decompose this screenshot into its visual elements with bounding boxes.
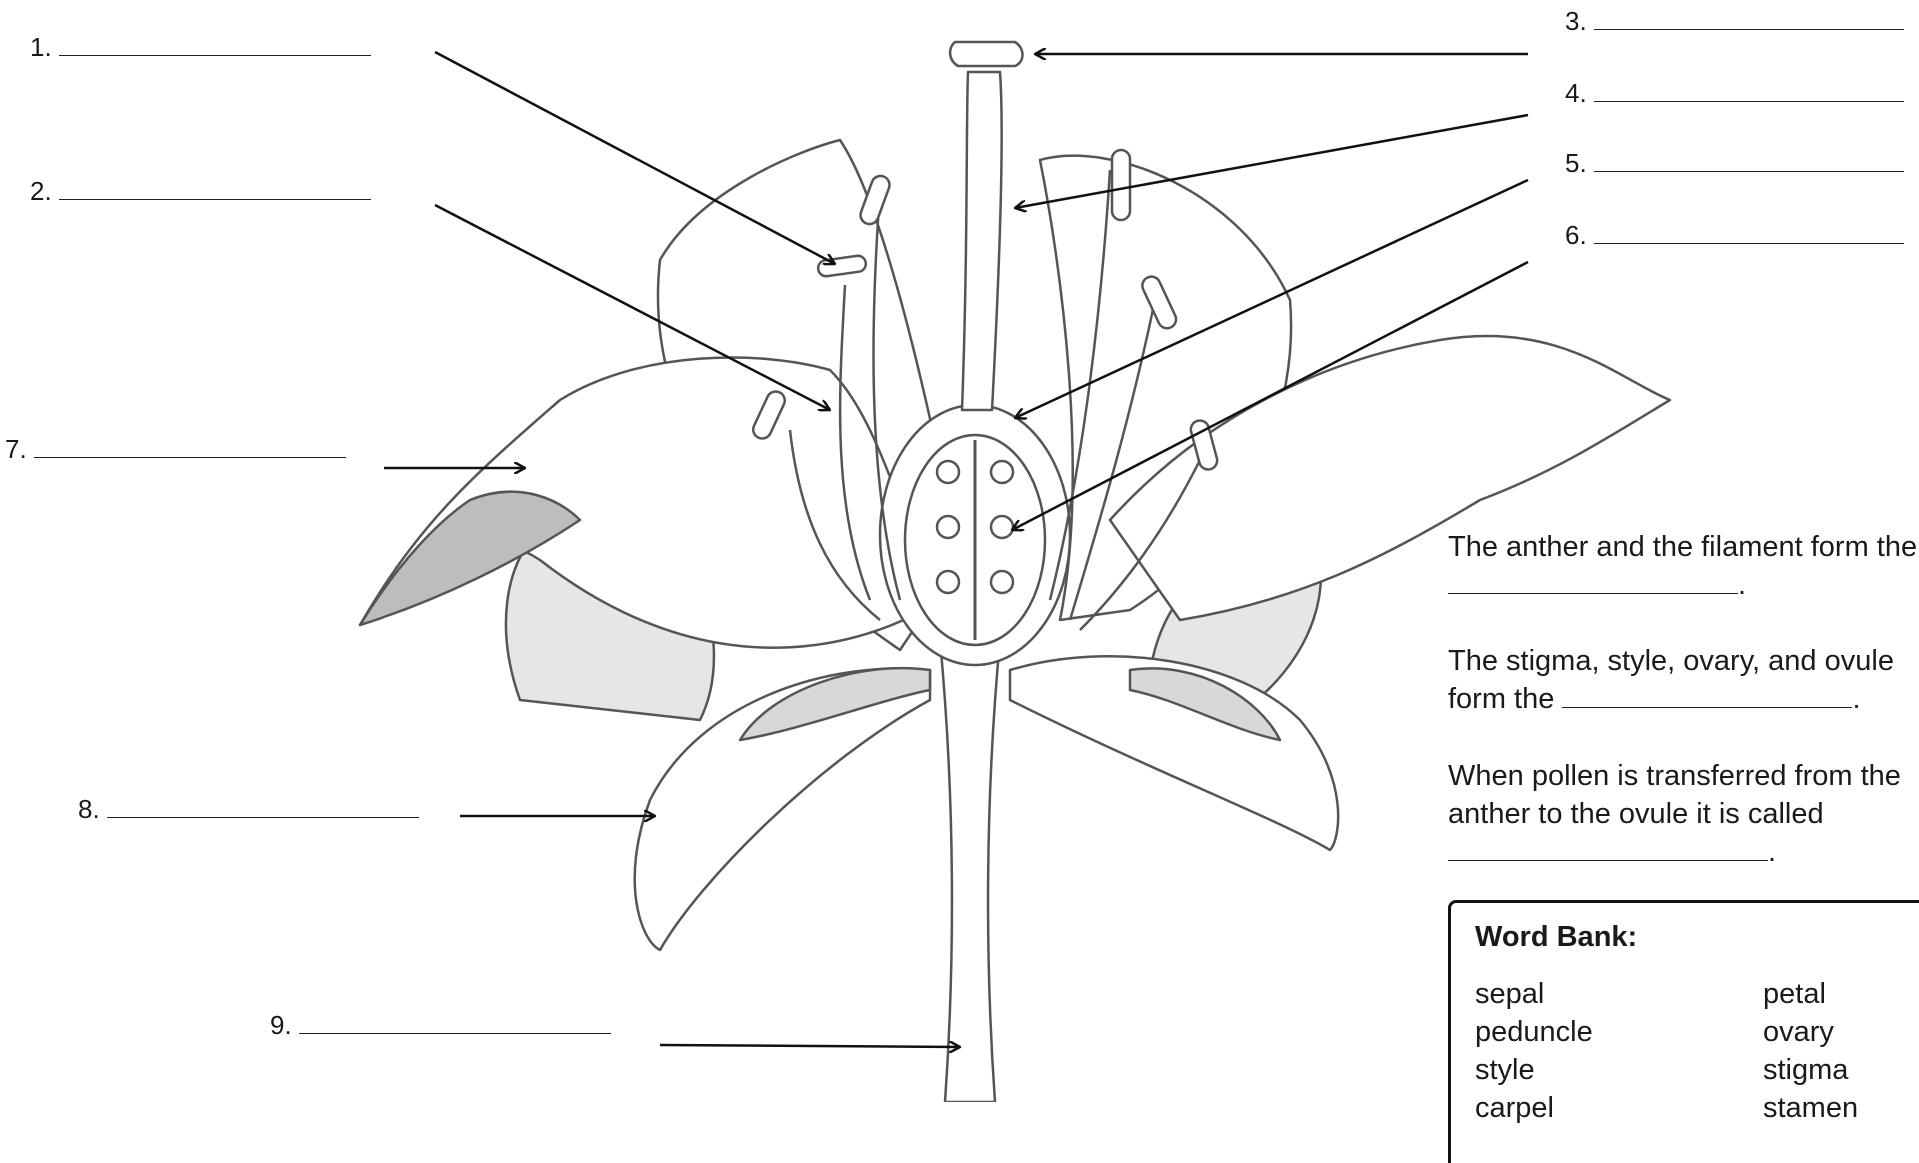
label-9-number: 9. bbox=[270, 1010, 292, 1040]
word-bank-column-2: petal ovary stigma stamen bbox=[1763, 975, 1858, 1127]
blank-9[interactable] bbox=[299, 1013, 611, 1034]
label-2: 2. bbox=[30, 178, 371, 204]
word-bank-item: petal bbox=[1763, 975, 1858, 1013]
label-2-number: 2. bbox=[30, 176, 52, 206]
word-bank-item: carpel bbox=[1475, 1089, 1593, 1127]
blank-2[interactable] bbox=[59, 179, 371, 200]
style bbox=[962, 72, 1002, 410]
blank-8[interactable] bbox=[107, 797, 419, 818]
blank-6[interactable] bbox=[1594, 223, 1904, 244]
question-2-blank[interactable] bbox=[1562, 685, 1852, 708]
word-bank-item: ovary bbox=[1763, 1013, 1858, 1051]
arrow-1 bbox=[435, 52, 835, 264]
label-1-number: 1. bbox=[30, 32, 52, 62]
word-bank-item: peduncle bbox=[1475, 1013, 1593, 1051]
label-7: 7. bbox=[5, 436, 346, 462]
blank-7[interactable] bbox=[34, 437, 346, 458]
label-8: 8. bbox=[78, 796, 419, 822]
label-3-number: 3. bbox=[1565, 6, 1587, 36]
blank-3[interactable] bbox=[1594, 9, 1904, 30]
label-1: 1. bbox=[30, 34, 371, 60]
label-4-number: 4. bbox=[1565, 78, 1587, 108]
question-2-line2: form the bbox=[1448, 683, 1554, 715]
arrow-9 bbox=[660, 1045, 960, 1047]
question-3: When pollen is transferred from the anth… bbox=[1448, 757, 1901, 871]
question-3-text: When pollen is transferred from the bbox=[1448, 757, 1901, 795]
word-bank-title: Word Bank: bbox=[1475, 921, 1637, 954]
petal-left bbox=[360, 358, 940, 648]
word-bank-item: style bbox=[1475, 1051, 1593, 1089]
question-2-text: The stigma, style, ovary, and ovule bbox=[1448, 642, 1894, 680]
word-bank-column-1: sepal peduncle style carpel bbox=[1475, 975, 1593, 1127]
blank-4[interactable] bbox=[1594, 81, 1904, 102]
word-bank-item: stigma bbox=[1763, 1051, 1858, 1089]
question-3-blank[interactable] bbox=[1448, 838, 1768, 861]
label-6: 6. bbox=[1565, 222, 1904, 248]
label-6-number: 6. bbox=[1565, 220, 1587, 250]
question-3-line2: anther to the ovule it is called bbox=[1448, 795, 1901, 833]
blank-1[interactable] bbox=[59, 35, 371, 56]
word-bank-item: stamen bbox=[1763, 1089, 1858, 1127]
label-8-number: 8. bbox=[78, 794, 100, 824]
question-1: The anther and the filament form the . bbox=[1448, 528, 1917, 604]
question-1-blank[interactable] bbox=[1448, 571, 1738, 594]
question-2: The stigma, style, ovary, and ovule form… bbox=[1448, 642, 1894, 718]
label-9: 9. bbox=[270, 1012, 611, 1038]
label-3: 3. bbox=[1565, 8, 1904, 34]
word-bank: Word Bank: sepal peduncle style carpel p… bbox=[1448, 900, 1919, 1163]
peduncle bbox=[940, 640, 1000, 1102]
label-4: 4. bbox=[1565, 80, 1904, 106]
stigma bbox=[950, 42, 1022, 66]
label-5-number: 5. bbox=[1565, 148, 1587, 178]
question-1-text: The anther and the filament form the bbox=[1448, 528, 1917, 566]
label-5: 5. bbox=[1565, 150, 1904, 176]
blank-5[interactable] bbox=[1594, 151, 1904, 172]
word-bank-item: sepal bbox=[1475, 975, 1593, 1013]
label-7-number: 7. bbox=[5, 434, 27, 464]
